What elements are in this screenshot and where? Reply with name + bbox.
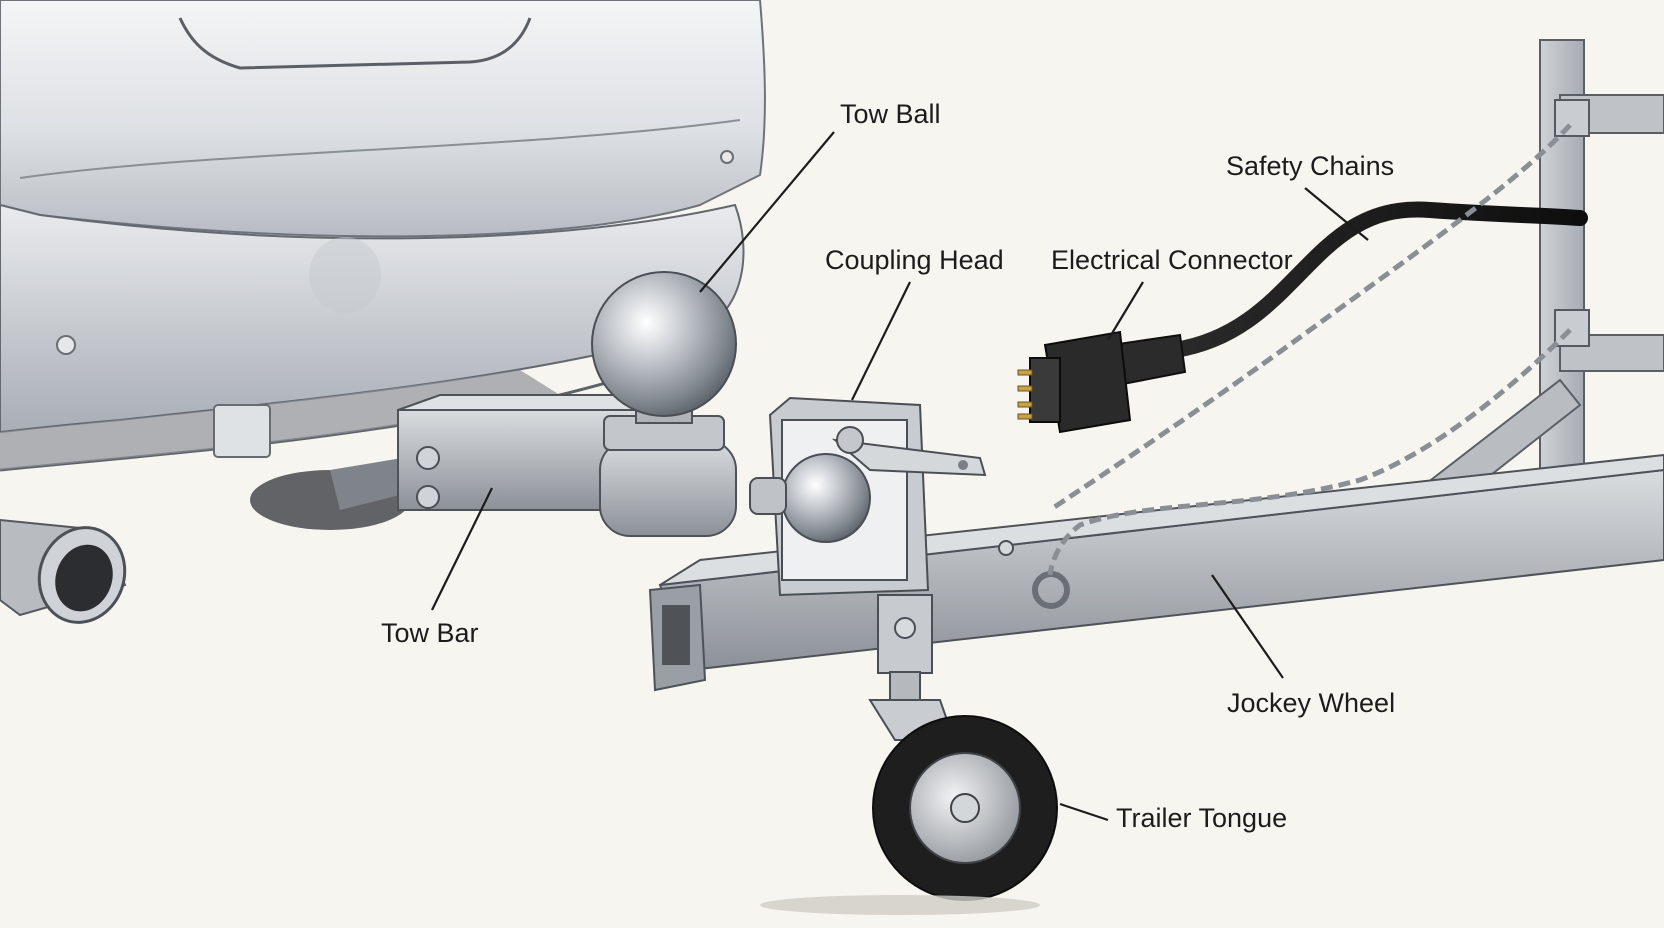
tow-bar-bolt-bottom xyxy=(416,485,440,509)
jockey-wheel-assembly xyxy=(760,594,1058,915)
leader-trailer-tongue xyxy=(1059,802,1109,822)
jockey-axle xyxy=(950,793,980,823)
coupled-ball xyxy=(781,453,871,543)
connector-pins xyxy=(1017,369,1033,420)
leader-electrical-connector xyxy=(1107,281,1144,341)
connector-face xyxy=(1029,357,1061,423)
label-jockey-wheel: Jockey Wheel xyxy=(1227,688,1396,718)
tongue-end-opening xyxy=(662,605,690,665)
electrical-connector xyxy=(1017,201,1588,434)
tow-ball xyxy=(591,271,737,417)
ball-reflection xyxy=(309,237,381,313)
chain-bracket-upper xyxy=(1554,99,1590,137)
connector-cable xyxy=(1167,201,1588,358)
tow-bar xyxy=(330,394,737,537)
car-rear xyxy=(0,0,766,624)
parking-sensor-right xyxy=(720,150,734,164)
ground-shadow xyxy=(760,895,1040,915)
label-safety-chains: Safety Chains xyxy=(1226,151,1395,181)
undercarriage-shadow xyxy=(0,370,560,470)
leader-jockey-wheel xyxy=(1211,574,1284,679)
chain-bracket-lower xyxy=(1554,309,1590,347)
coupling-lever xyxy=(831,438,987,477)
label-trailer-tongue: Trailer Tongue xyxy=(1116,803,1288,833)
tow-bar-bolt-top xyxy=(416,446,440,470)
safety-chain-lower xyxy=(1047,328,1572,576)
leader-lines xyxy=(431,131,1369,822)
label-electrical-connector: Electrical Connector xyxy=(1051,245,1293,275)
label-tow-ball: Tow Ball xyxy=(840,99,941,129)
trailer-frame xyxy=(1403,39,1664,517)
coupling-head xyxy=(749,396,987,597)
car-body-panel xyxy=(0,0,766,238)
leader-tow-bar xyxy=(431,487,493,611)
leader-coupling-head xyxy=(851,281,911,401)
leader-safety-chains xyxy=(1304,187,1369,241)
trunk-lid-recess xyxy=(178,17,532,70)
label-tow-bar: Tow Bar xyxy=(381,618,479,648)
ball-mount-collar xyxy=(599,439,737,537)
safety-chains xyxy=(1047,123,1572,576)
license-light xyxy=(213,404,271,458)
tailgate-crease xyxy=(19,119,741,179)
parking-sensor-left xyxy=(56,335,76,355)
tongue-bolt xyxy=(998,540,1014,556)
label-coupling-head: Coupling Head xyxy=(825,245,1004,275)
jockey-post xyxy=(889,671,921,703)
leader-tow-ball xyxy=(699,131,835,293)
coupling-stub xyxy=(749,477,787,515)
exhaust-pipe xyxy=(0,518,127,624)
safety-chain-upper xyxy=(1048,123,1572,513)
